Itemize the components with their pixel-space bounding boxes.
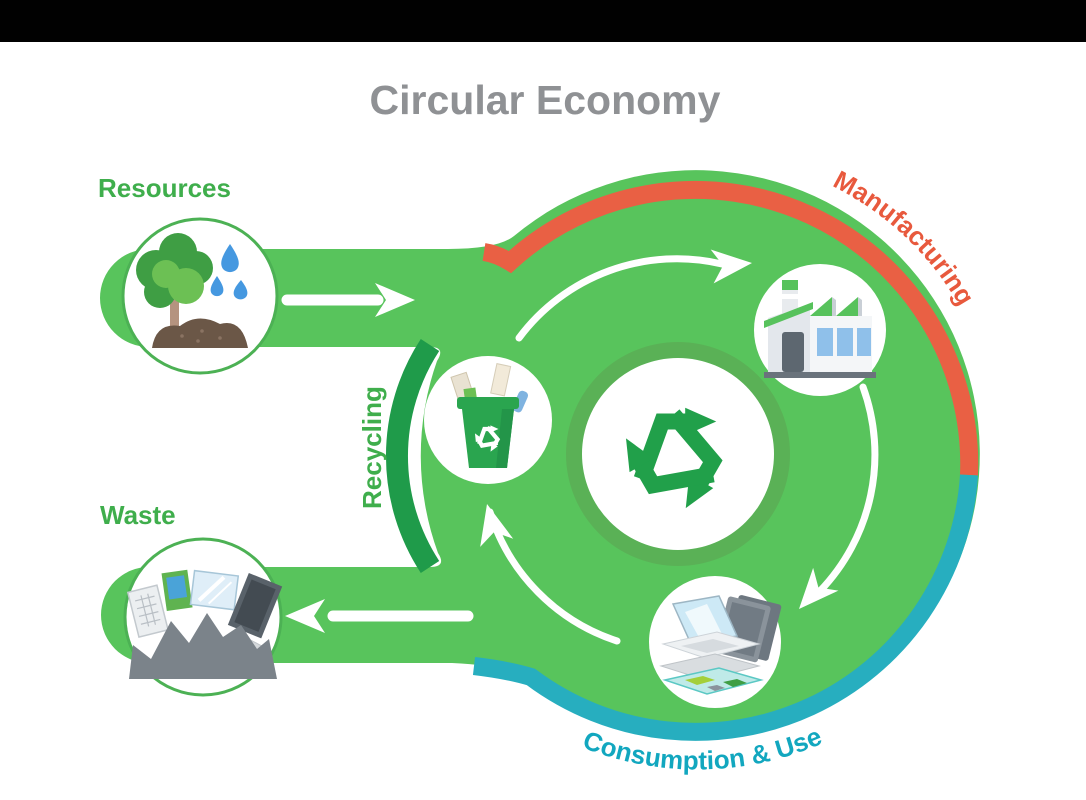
laptop-exploded-icon (659, 595, 782, 695)
center-ring (566, 342, 790, 566)
arrow-laptop-to-bin (486, 508, 621, 645)
center-circle (582, 358, 774, 550)
page-title: Circular Economy (370, 77, 721, 123)
top-black-bar (0, 0, 1086, 42)
arrow-bin-to-factory (515, 255, 726, 342)
pipe-arrows (281, 294, 474, 622)
manufacturing-arc (482, 180, 979, 476)
recycling-label: Recycling (357, 386, 387, 509)
waste-label: Waste (100, 500, 176, 530)
recycling-arc (385, 338, 440, 574)
tree-water-soil-icon (136, 233, 248, 348)
recycle-bin-icon (450, 363, 529, 468)
ewaste-pile-icon (126, 569, 283, 679)
consumption-arc (472, 474, 978, 741)
factory-icon (764, 280, 876, 378)
flow-arrows (486, 255, 879, 645)
resources-label: Resources (98, 173, 231, 203)
arrow-factory-to-laptop (816, 383, 879, 595)
